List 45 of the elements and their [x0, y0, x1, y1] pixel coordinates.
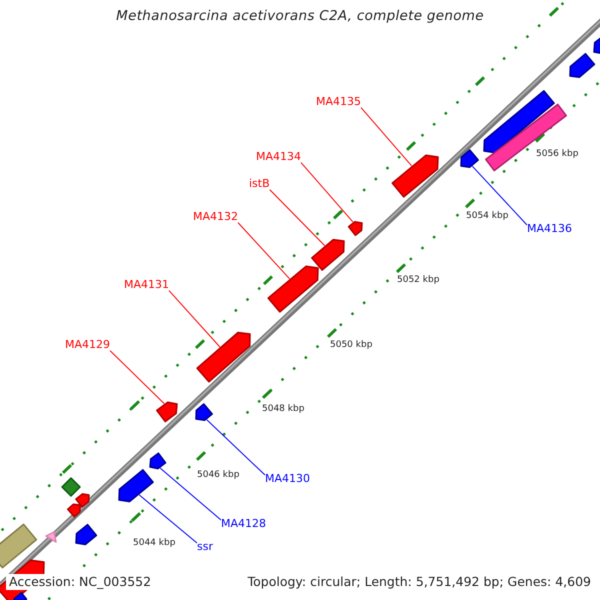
- diamond-marker: [61, 477, 81, 497]
- triangle-marker: [45, 531, 57, 543]
- gene-block: [460, 149, 479, 168]
- gene-block: [195, 403, 213, 421]
- gene-block: [267, 266, 319, 313]
- gene-block: [348, 221, 363, 236]
- scale-label: 5052 kbp: [397, 275, 440, 286]
- leader-line: [360, 107, 412, 166]
- gene-label: MA4130: [265, 473, 310, 486]
- leader-line: [206, 419, 266, 476]
- gene-block: [149, 452, 166, 470]
- gene-label: istB: [249, 178, 270, 191]
- scale-label: 5050 kbp: [330, 340, 372, 350]
- gene-block: [311, 238, 345, 271]
- gene-block: [75, 524, 98, 546]
- title: Methanosarcina acetivorans C2A, complete genome: [115, 9, 485, 25]
- leader-line: [110, 350, 165, 404]
- leader-line: [160, 468, 222, 520]
- leader-line: [168, 290, 220, 348]
- gene-block: [0, 524, 38, 568]
- gene-block: [66, 504, 81, 518]
- gene-block: [196, 332, 251, 383]
- gene-block: [75, 493, 90, 508]
- scale-label: 5048 kbp: [262, 404, 304, 414]
- gene-label: MA4132: [193, 211, 238, 224]
- scale-label: 5044 kbp: [133, 538, 176, 548]
- gene-block: [156, 401, 178, 422]
- gene-label: MA4131: [124, 279, 170, 292]
- scale-label: 5054 kbp: [466, 211, 508, 222]
- gene-label: MA4129: [65, 339, 110, 352]
- gene-label: MA4136: [527, 223, 572, 236]
- scale-label: 5046 kbp: [197, 470, 240, 480]
- leader-line: [138, 494, 198, 544]
- gene-block: [392, 154, 439, 198]
- gene-label: MA4134: [256, 151, 302, 164]
- leader-line: [238, 222, 290, 280]
- gene-label: MA4128: [221, 518, 266, 531]
- scale-label: 5056 kbp: [536, 149, 578, 160]
- gene-block: [118, 469, 154, 502]
- gene-block: [569, 52, 596, 78]
- leader-line: [472, 166, 528, 226]
- leader-line: [300, 162, 354, 222]
- gene-label: MA4135: [316, 96, 362, 109]
- leader-line: [269, 189, 326, 246]
- gene-label: ssr: [197, 541, 213, 554]
